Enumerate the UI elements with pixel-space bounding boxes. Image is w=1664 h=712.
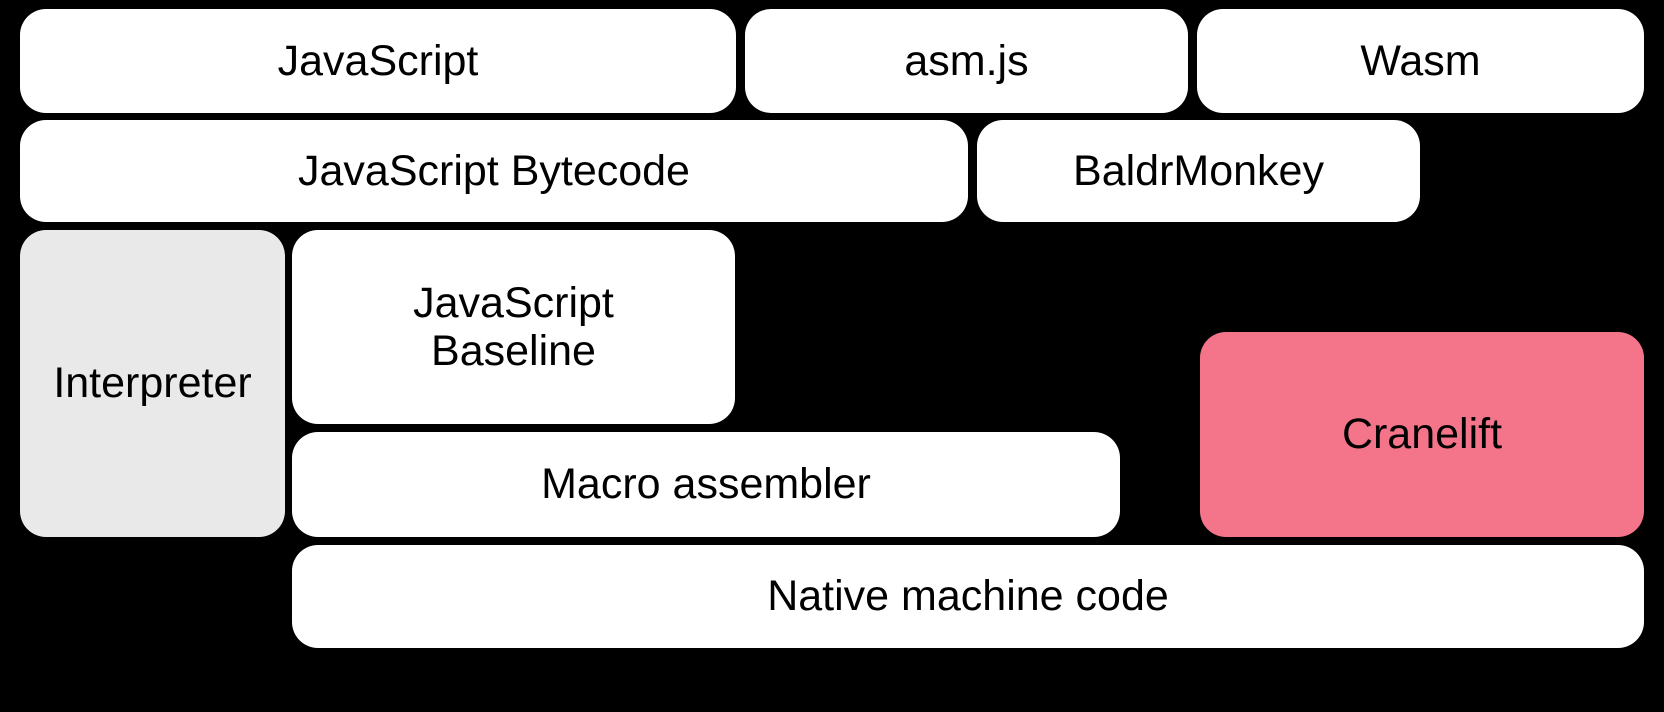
node-cranelift: Cranelift <box>1200 332 1644 537</box>
node-native-machine-code: Native machine code <box>292 545 1644 648</box>
node-interpreter: Interpreter <box>20 230 285 537</box>
node-wasm: Wasm <box>1197 9 1644 113</box>
node-baldrmonkey: BaldrMonkey <box>977 120 1420 222</box>
node-asm-js: asm.js <box>745 9 1188 113</box>
node-macro-assembler: Macro assembler <box>292 432 1120 537</box>
node-ion-mir: Ion MIR <box>893 256 1044 305</box>
node-ion-lir: Ion LIR <box>899 362 1038 411</box>
node-javascript-baseline: JavaScript Baseline <box>292 230 735 424</box>
node-javascript: JavaScript <box>20 9 736 113</box>
node-javascript-bytecode: JavaScript Bytecode <box>20 120 968 222</box>
